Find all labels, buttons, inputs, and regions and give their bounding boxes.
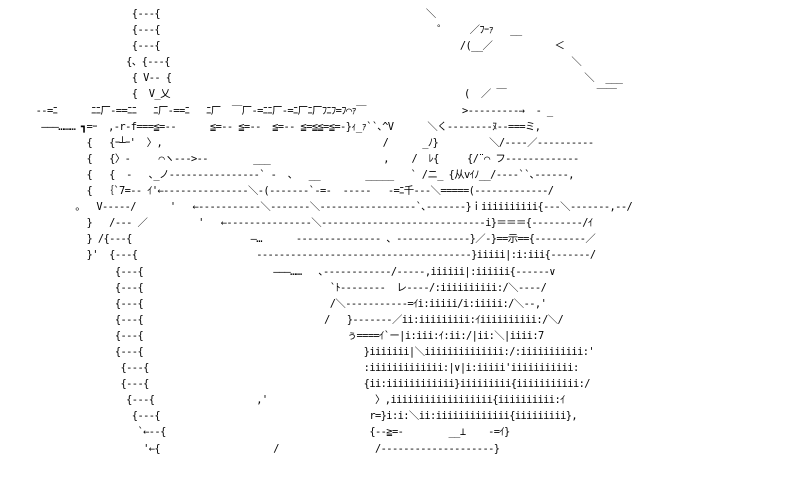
- art-line: { V_乂 ( ／ ￣ ￣￣: [30, 88, 617, 101]
- art-line: {---{ ぅ====ｲ`ー|i:iii:ｲ:ii:/|ii:＼|iiii:7: [30, 329, 544, 342]
- art-line: ―――……… ┓=ｰ ,-r-f===≦=-- ≦=-- ≦=-- ≦=-- ≦…: [30, 120, 541, 133]
- art-line: {、{---{ ＼: [30, 56, 582, 69]
- art-line: {---{ ゜ ／ﾌｰｧ __: [30, 24, 522, 37]
- art-line: } /--- ／ ' ←---------------＼------------…: [30, 217, 594, 230]
- art-line: {---{ /＼-----------=ｲi:iiiii/i:iiiii:/＼-…: [30, 297, 547, 310]
- art-line: {---{ /(__／ ＜: [30, 40, 565, 53]
- ascii-art-text: {---{ ＼ {---{ ゜ ／ﾌｰｧ __ {---{: [30, 8, 633, 455]
- art-line: {---{ ―――…… ､------------/-----,iiiiii|:…: [30, 265, 556, 278]
- art-line: 。 V-----/ ' ←-----------＼-------＼-------…: [30, 201, 633, 214]
- art-line: }' {---{ -------------------------------…: [30, 249, 597, 262]
- art-line: `←--{ {--≧=- __⊥ -=ｲ}: [30, 426, 510, 439]
- art-line: {---{ ＼: [30, 8, 437, 20]
- art-line: {---{ :iiiiiiiiiiiii:|∨|i:iiiii'iiiiiiii…: [30, 362, 579, 375]
- art-line: { {〉- ⌒ヽ--->-- ___ , / ﾚ{ {/¨⌒ フ--------…: [30, 152, 580, 165]
- art-line: } /{---{ ―… --------------- 、-----------…: [30, 233, 596, 246]
- art-line: {---{ r=}i:i:＼ii:iiiiiiiiiiiii{iiiiiiiii…: [30, 410, 578, 423]
- art-line: { V-- { ＼ ___: [30, 72, 623, 85]
- art-line: '←{ / /--------------------}: [30, 442, 500, 455]
- art-line: {---{ }iiiiiii|＼iiiiiiiiiiiiii:/:iiiiiii…: [30, 345, 595, 358]
- art-line: {---{ ,' 〉,iiiiiiiiiiiiiiiiii{iiiiiiiiii…: [30, 394, 565, 407]
- art-line: { { - ､_ノ----------------` - 、 __ _____ …: [30, 168, 575, 181]
- art-line: {---{ {ii:iiiiiiiiiiii}iiiiiiiii{iiiiiii…: [30, 378, 590, 391]
- art-line: {---{ / }-------／ii:iiiiiiiii:ｲiiiiiiiii…: [30, 313, 564, 326]
- art-line: --=ﾆ ﾆﾆ厂-==ﾆﾆ ﾆ厂-==ﾆ ﾆ厂 ￣厂-=ﾆﾆ厂-=ﾆ厂ﾆ厂ﾌﾆﾌ…: [30, 104, 554, 117]
- art-line: { {ｰ┴ｰ' 〉, / _ﾉ} ＼/----／----------: [30, 136, 595, 149]
- art-line: { ｛`7=-- ｲ'←---------------＼-(-------`-=…: [30, 185, 554, 198]
- art-line: {---{ `ﾄ-------- レ----/:iiiiiiiiii:/＼---…: [30, 281, 547, 294]
